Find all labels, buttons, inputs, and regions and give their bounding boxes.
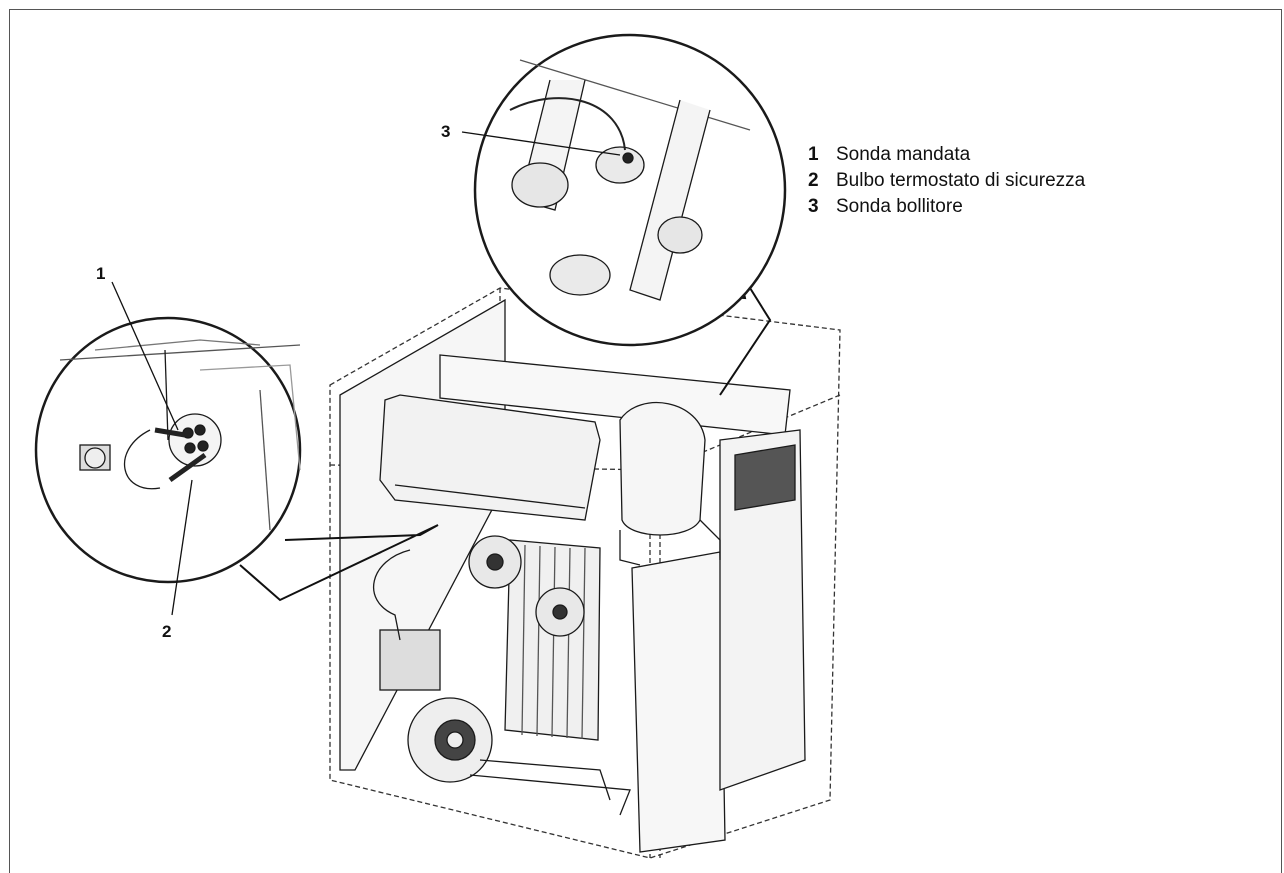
storage-tank: [631, 551, 726, 853]
legend-label: Bulbo termostato di sicurezza: [836, 170, 1086, 191]
legend-label: Sonda bollitore: [836, 196, 963, 217]
leader-2: [171, 479, 193, 616]
gas-valve: [379, 629, 441, 691]
legend: 1 Sonda mandata 2 Bulbo termostato di si…: [808, 142, 1085, 220]
legend-number: 2: [808, 170, 819, 191]
zoom-detail-top: [473, 33, 787, 347]
heat-exchanger: [504, 539, 601, 741]
expansion-vessel: [619, 401, 706, 536]
legend-number: 1: [808, 144, 819, 165]
figure-frame: [9, 9, 1282, 873]
boiler-tank: [719, 429, 806, 791]
zoom-pointer-left: [239, 524, 439, 602]
legend-item: 3 Sonda bollitore: [808, 194, 1085, 220]
legend-item: 1 Sonda mandata: [808, 142, 1085, 168]
leader-1: [111, 281, 179, 431]
callout-3: 3: [441, 122, 451, 141]
control-panel: [379, 394, 601, 521]
zoom-detail-left: [34, 316, 302, 584]
pipes: [373, 519, 721, 801]
callout-1: 1: [96, 264, 106, 283]
leader-3: [461, 131, 621, 156]
legend-label: Sonda mandata: [836, 144, 971, 165]
legend-item: 2 Bulbo termostato di sicurezza: [808, 168, 1085, 194]
callout-2: 2: [162, 622, 172, 641]
legend-number: 3: [808, 196, 819, 217]
